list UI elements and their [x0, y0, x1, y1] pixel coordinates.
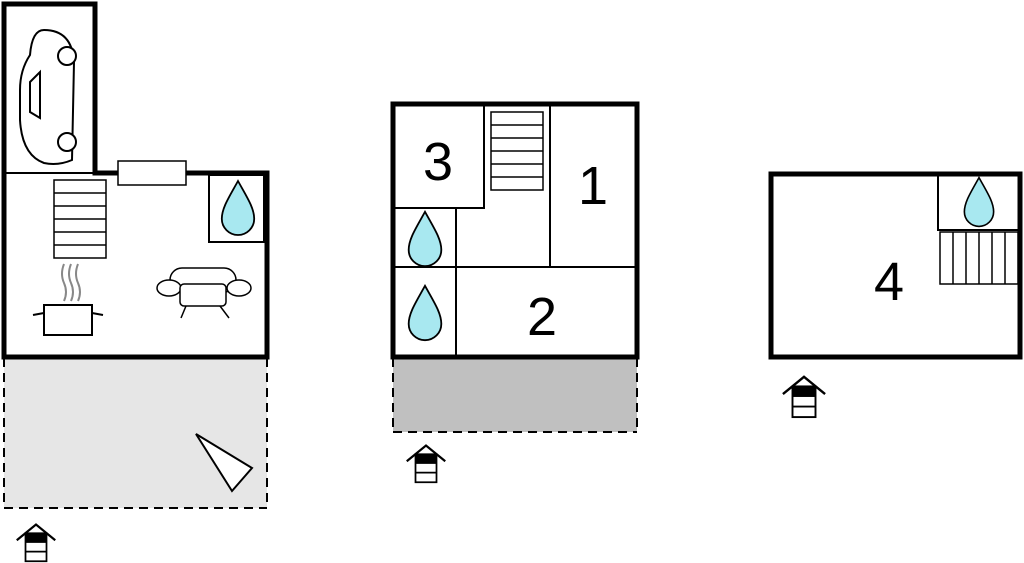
- stairs-icon: [490, 111, 544, 191]
- steam-icon: [61, 263, 81, 302]
- bathroom: [208, 174, 265, 243]
- room-number-3: 3: [423, 132, 453, 192]
- first-floor: 3 1 2: [390, 101, 640, 484]
- water-drop-icon: [220, 180, 256, 236]
- car-icon: [19, 28, 77, 165]
- room-number-2: 2: [527, 287, 557, 347]
- room-number-4: 4: [874, 252, 904, 312]
- outer-wall: [1, 1, 270, 360]
- water-drop-icon: [407, 210, 443, 268]
- stairs-icon: [53, 179, 107, 259]
- bench-icon: [117, 160, 187, 186]
- armchair-icon: [156, 267, 252, 319]
- sun-lounger-icon: [195, 433, 254, 493]
- bathroom-wall: [937, 174, 1020, 231]
- entrance-icon: [15, 523, 57, 563]
- water-drop-icon: [407, 284, 443, 342]
- water-drop-icon: [963, 176, 995, 228]
- terrace: [393, 358, 637, 432]
- room-3-wall: [393, 104, 485, 209]
- stairs-icon: [939, 231, 1019, 285]
- ground-floor: [1, 1, 270, 563]
- outer-wall: [390, 101, 640, 360]
- cooking-pot-icon: [32, 304, 104, 336]
- entrance-icon: [405, 444, 447, 484]
- entrance-icon: [781, 375, 827, 419]
- room-number-1: 1: [578, 156, 608, 216]
- second-floor: 4: [768, 171, 1023, 419]
- terrace: [4, 358, 267, 508]
- outer-wall: [768, 171, 1023, 360]
